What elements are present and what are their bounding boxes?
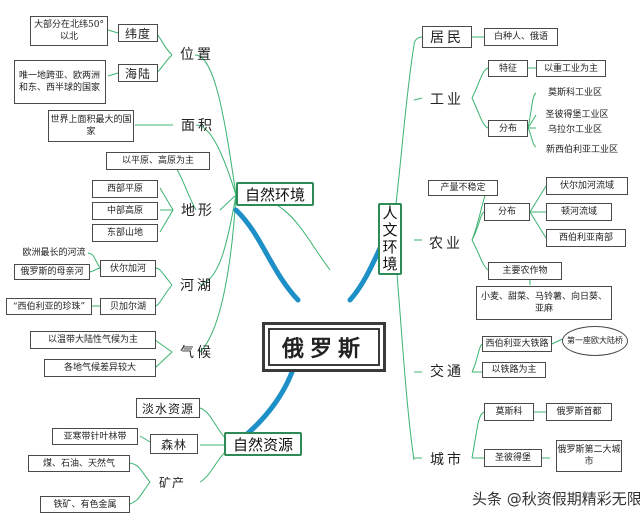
note-area: 世界上面积最大的国家	[48, 110, 134, 142]
node-terrain: 地形	[181, 203, 215, 219]
note-latitude: 大部分在北纬50°以北	[30, 16, 108, 46]
industry-area-novosibirsk: 新西伯利亚工业区	[545, 144, 618, 155]
node-stpetersburg: 圣彼得堡	[484, 449, 542, 467]
industry-area-moscow: 莫斯科工业区	[547, 87, 602, 98]
note-climate-diff: 各地气候差异较大	[44, 359, 156, 377]
node-minerals: 矿产	[158, 475, 185, 490]
terrain-item-west: 西部平原	[92, 180, 158, 198]
terrain-item-middle: 中部高原	[92, 202, 158, 220]
node-area: 面积	[181, 118, 215, 134]
note-baikal: “西伯利亚的珍珠”	[6, 298, 92, 315]
mineral-item-metals: 铁矿、有色金属	[40, 496, 130, 513]
agri-area-don: 顿河流域	[546, 203, 612, 221]
note-siberian-railway: 西伯利亚大铁路	[482, 336, 552, 352]
node-volga: 伏尔加河	[100, 260, 156, 277]
node-climate: 气候	[180, 345, 214, 361]
branch-natural-environment: 自然环境	[236, 182, 314, 206]
terrain-item-east: 东部山地	[92, 224, 158, 242]
branch-human-environment: 人文环境	[378, 203, 402, 275]
bubble-first-landbridge: 第一座欧大陆桥	[562, 326, 628, 356]
note-climate-main: 以温带大陆性气候为主	[30, 331, 156, 349]
node-cities: 城市	[430, 452, 464, 468]
note-stpetersburg: 俄罗斯第二大城市	[556, 440, 622, 472]
note-industry-feature: 以重工业为主	[536, 60, 606, 77]
node-moscow: 莫斯科	[484, 403, 534, 421]
industry-area-stpetersburg: 圣彼得堡工业区	[545, 109, 609, 120]
note-sea-land: 唯一地跨亚、欧两洲和东、西半球的国家	[14, 60, 106, 104]
node-industry-feature: 特征	[488, 60, 528, 77]
note-agriculture-unstable: 产量不稳定	[428, 180, 498, 196]
center-title-russia: 俄罗斯	[262, 322, 386, 372]
node-sea-land: 海陆	[118, 64, 158, 82]
node-industry-distribution: 分布	[488, 120, 528, 137]
watermark-text: 头条 @秋资假期精彩无限	[472, 490, 640, 508]
agri-area-volga: 伏尔加河流域	[546, 177, 628, 195]
agri-area-siberia: 西伯利亚南部	[546, 229, 626, 247]
node-residents: 居民	[422, 26, 472, 48]
node-agriculture: 农业	[429, 236, 463, 252]
industry-area-ural: 乌拉尔工业区	[547, 124, 602, 135]
node-transport: 交通	[430, 364, 464, 380]
note-main-crops: 小麦、甜菜、马铃薯、向日葵、亚麻	[476, 286, 612, 320]
node-agriculture-distribution: 分布	[484, 203, 530, 221]
node-latitude: 纬度	[118, 24, 158, 42]
note-volga-mother: 俄罗斯的母亲河	[14, 264, 90, 280]
node-rivers-lakes: 河湖	[180, 278, 214, 294]
node-main-crops: 主要农作物	[488, 262, 562, 280]
note-forest: 亚寒带针叶林带	[52, 428, 138, 445]
note-railway-main: 以铁路为主	[482, 362, 546, 378]
node-forest: 森林	[150, 434, 198, 454]
note-moscow: 俄罗斯首都	[546, 403, 612, 421]
node-freshwater: 淡水资源	[136, 398, 200, 418]
mineral-item-energy: 煤、石油、天然气	[28, 455, 130, 472]
node-location: 位置	[180, 47, 214, 63]
branch-natural-resources: 自然资源	[224, 432, 302, 456]
note-residents: 白种人、俄语	[484, 28, 558, 46]
node-industry: 工业	[430, 92, 464, 108]
node-baikal: 贝加尔湖	[100, 298, 156, 315]
note-volga-longest: 欧洲最长的河流	[22, 248, 86, 258]
note-terrain-summary: 以平原、高原为主	[106, 152, 210, 170]
